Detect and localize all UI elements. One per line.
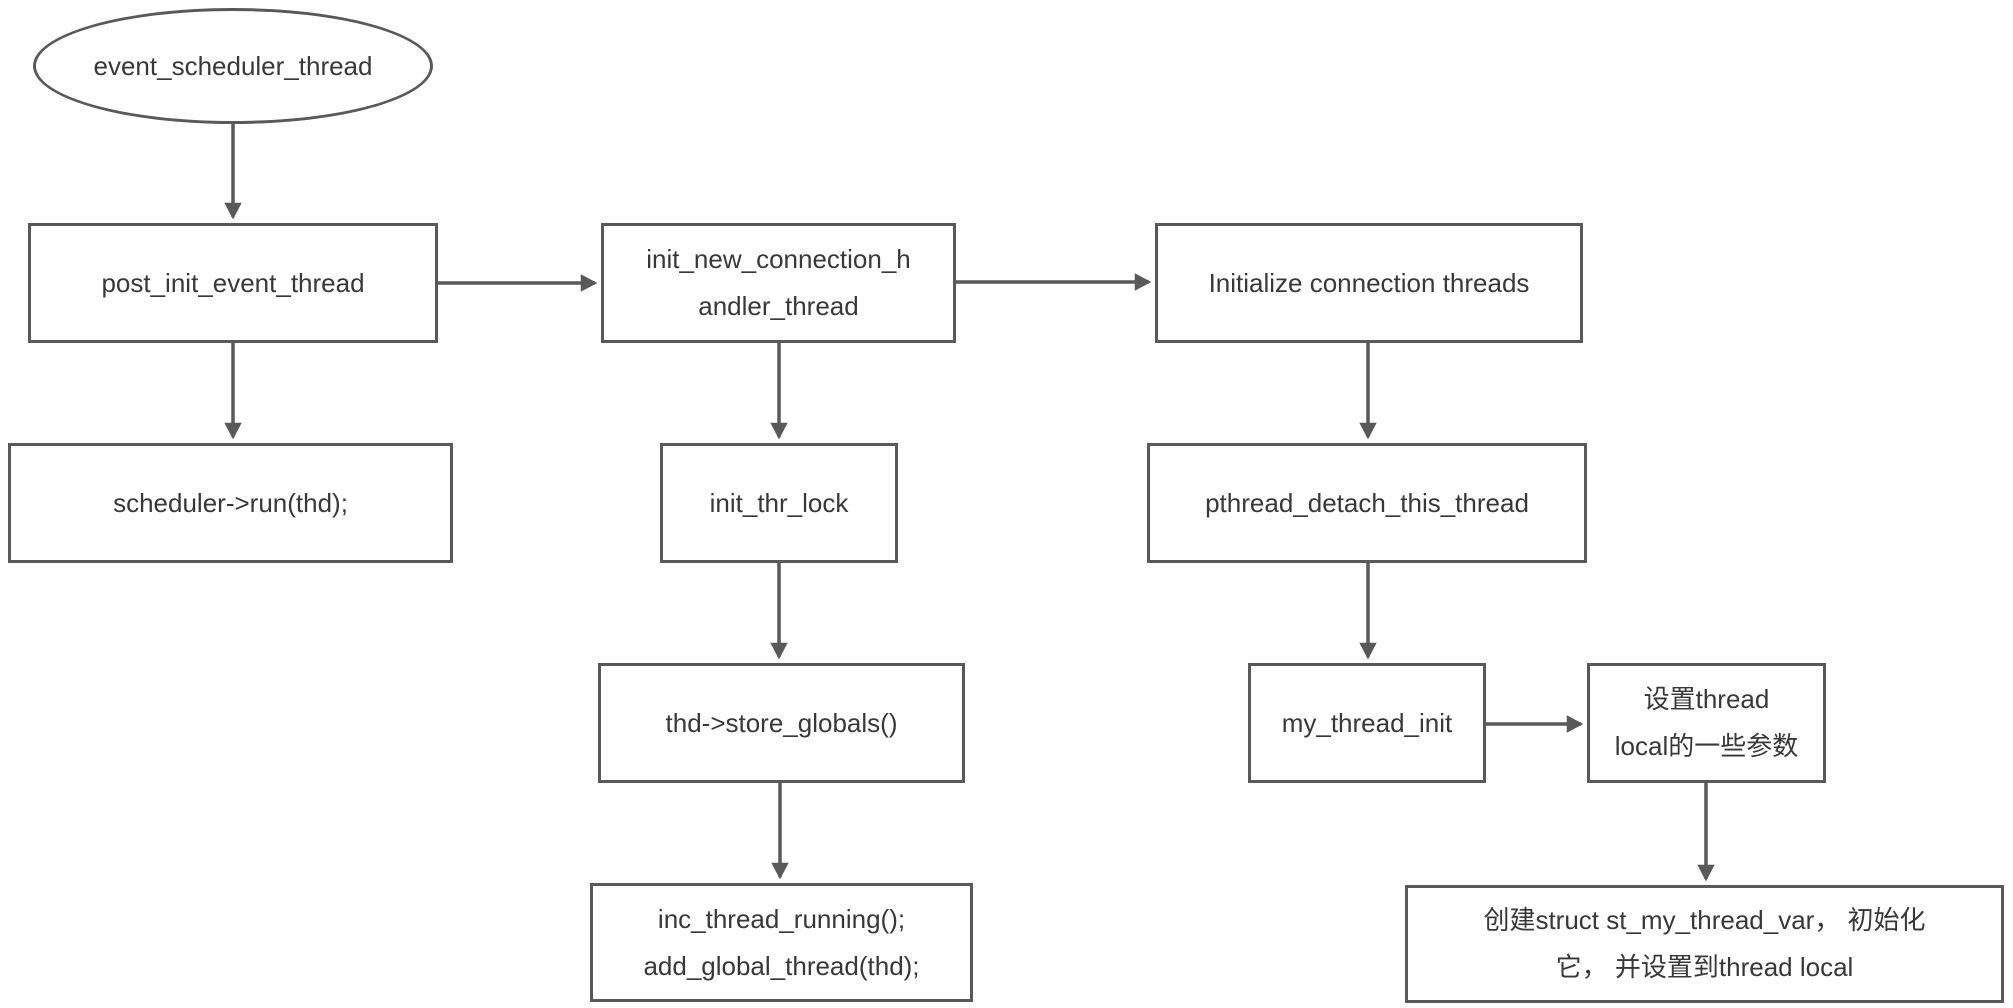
node-label-line: pthread_detach_this_thread <box>1205 487 1529 518</box>
node-label-line: Initialize connection threads <box>1208 267 1530 298</box>
node-label-line: event_scheduler_thread <box>93 50 373 81</box>
node-scheduler-run: scheduler->run(thd); <box>8 443 453 563</box>
node-event-scheduler-thread: event_scheduler_thread <box>33 8 433 124</box>
node-init-new-connection-handler-thread: init_new_connection_h andler_thread <box>601 223 956 343</box>
node-label-line: 它， 并设置到thread local <box>1555 952 1854 982</box>
node-label-line: local的一些参数 <box>1614 731 1799 761</box>
node-label-line: inc_thread_running(); <box>657 903 906 934</box>
node-label-line: 创建struct st_my_thread_var， 初始化 <box>1483 905 1926 935</box>
node-label-line: 设置thread <box>1643 684 1770 714</box>
node-label-line: add_global_thread(thd); <box>643 950 920 981</box>
node-init-thr-lock: init_thr_lock <box>660 443 898 563</box>
node-thd-store-globals: thd->store_globals() <box>598 663 965 783</box>
node-inc-thread-running: inc_thread_running(); add_global_thread(… <box>590 883 973 1002</box>
node-create-st-my-thread-var: 创建struct st_my_thread_var， 初始化 它， 并设置到th… <box>1405 885 2004 1003</box>
node-label-line: andler_thread <box>698 291 859 321</box>
node-set-thread-local-params: 设置thread local的一些参数 <box>1587 663 1826 783</box>
node-label-line: post_init_event_thread <box>101 267 365 298</box>
node-label-line: scheduler->run(thd); <box>113 487 348 518</box>
node-label-line: my_thread_init <box>1281 707 1453 738</box>
node-post-init-event-thread: post_init_event_thread <box>28 223 438 343</box>
node-pthread-detach-this-thread: pthread_detach_this_thread <box>1147 443 1587 563</box>
node-label-line: init_new_connection_h <box>646 244 911 274</box>
node-my-thread-init: my_thread_init <box>1248 663 1486 783</box>
node-label-line: init_thr_lock <box>709 487 849 518</box>
node-initialize-connection-threads: Initialize connection threads <box>1155 223 1583 343</box>
node-label-line: thd->store_globals() <box>665 707 898 738</box>
